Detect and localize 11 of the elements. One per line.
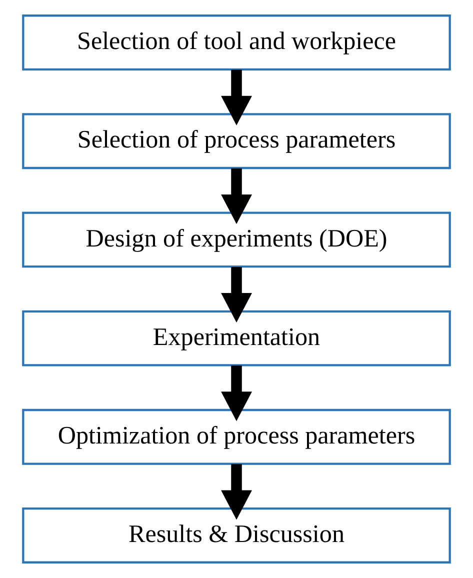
node-box: Design of experiments (DOE) bbox=[22, 212, 451, 268]
arrow bbox=[221, 168, 252, 224]
arrow bbox=[221, 464, 252, 520]
node-box: Experimentation bbox=[22, 310, 451, 366]
node-box: Optimization of process parameters bbox=[22, 408, 451, 465]
node-box: Selection of tool and workpiece bbox=[22, 14, 451, 70]
arrow bbox=[221, 70, 252, 126]
arrow bbox=[221, 366, 252, 422]
node-box: Results & Discussion bbox=[22, 508, 451, 564]
arrow bbox=[221, 266, 252, 323]
node-box: Selection of process parameters bbox=[22, 113, 451, 170]
